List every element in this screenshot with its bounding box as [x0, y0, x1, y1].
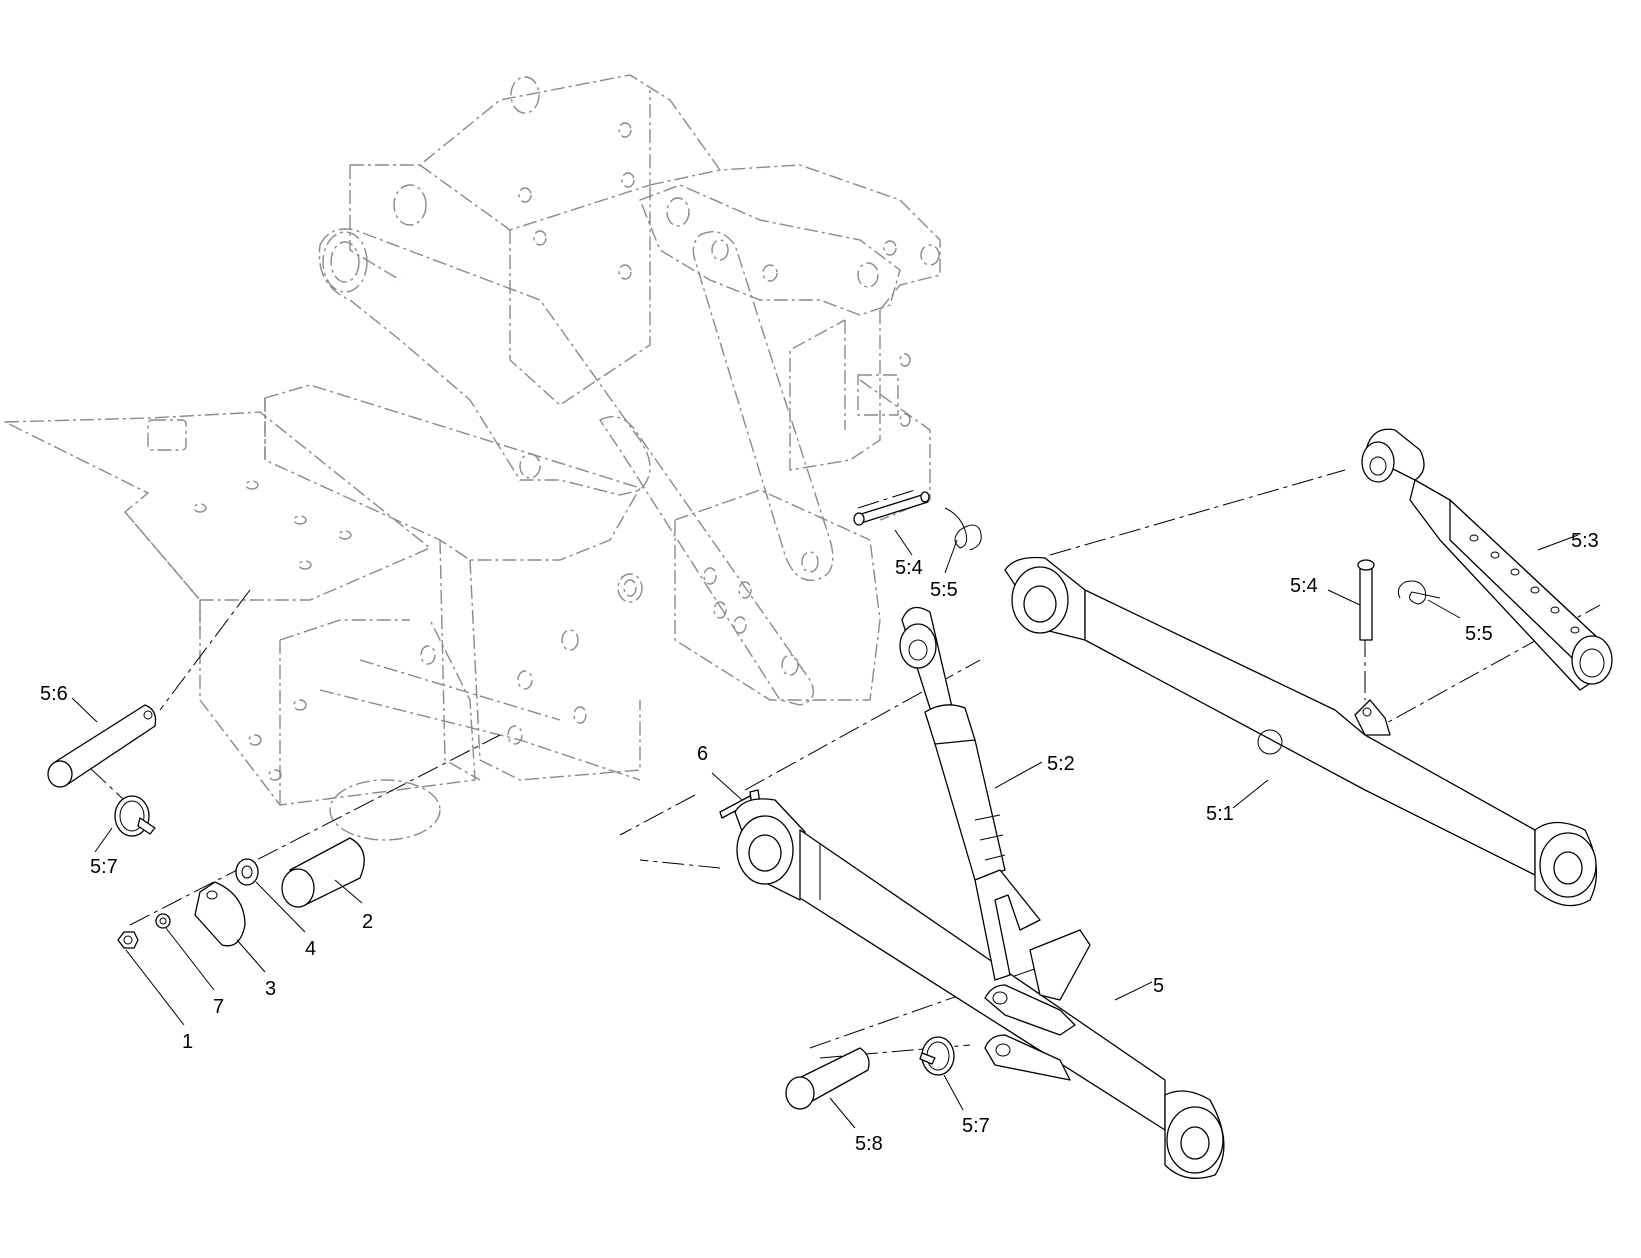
callout-3: 3: [265, 978, 276, 1000]
callout-5-5-right: 5:5: [1465, 623, 1493, 645]
callout-5-5-center: 5:5: [930, 579, 958, 601]
part-4-bushing: [235, 858, 259, 886]
callout-7: 7: [213, 996, 224, 1018]
part-5-7-linch-pin-right: [919, 1036, 955, 1076]
part-5-lower-link-left: [734, 798, 1225, 1179]
callout-6: 6: [697, 743, 708, 765]
part-1-nut: [117, 931, 139, 949]
part-2-pin: [281, 837, 365, 908]
part-5-8-pin: [785, 1047, 870, 1110]
callout-5-1: 5:1: [1206, 803, 1234, 825]
callout-5-7-left: 5:7: [90, 856, 118, 878]
callout-5-4-right: 5:4: [1290, 575, 1318, 597]
callout-5-3: 5:3: [1571, 530, 1599, 552]
tractor-frame-phantom: [4, 74, 941, 841]
part-5-6-pin: [47, 704, 157, 788]
part-5-2-top-link: [899, 606, 1006, 881]
part-5-3-leveling-link: [1361, 428, 1613, 691]
part-5-4-pin-center: [853, 491, 930, 526]
callout-5-7-right: 5:7: [962, 1115, 990, 1137]
leader-lines: [71, 529, 1579, 1129]
part-5-5-clip-right: [1397, 580, 1441, 605]
part-5-1-lower-link-right: [1004, 556, 1598, 907]
callout-1: 1: [182, 1031, 193, 1053]
callout-2: 2: [362, 911, 373, 933]
part-5-5-clip-center: [944, 507, 982, 551]
part-3-plate: [194, 881, 246, 947]
callout-4: 4: [305, 938, 316, 960]
callout-5-2: 5:2: [1047, 753, 1075, 775]
part-7-washer: [155, 913, 171, 929]
callout-5-6: 5:6: [40, 683, 68, 705]
part-5-4-pin-right: [1357, 559, 1375, 641]
callout-5-8: 5:8: [855, 1133, 883, 1155]
callout-5: 5: [1153, 975, 1164, 997]
part-5-7-linch-pin-left: [114, 795, 156, 837]
part-5-clevis: [974, 869, 1091, 1081]
callout-labels: 5:6 5:7 1 7 3 4 2 6 5:4 5:5 5:2 5 5:8 5:…: [40, 530, 1599, 1155]
callout-5-4-center: 5:4: [895, 557, 923, 579]
